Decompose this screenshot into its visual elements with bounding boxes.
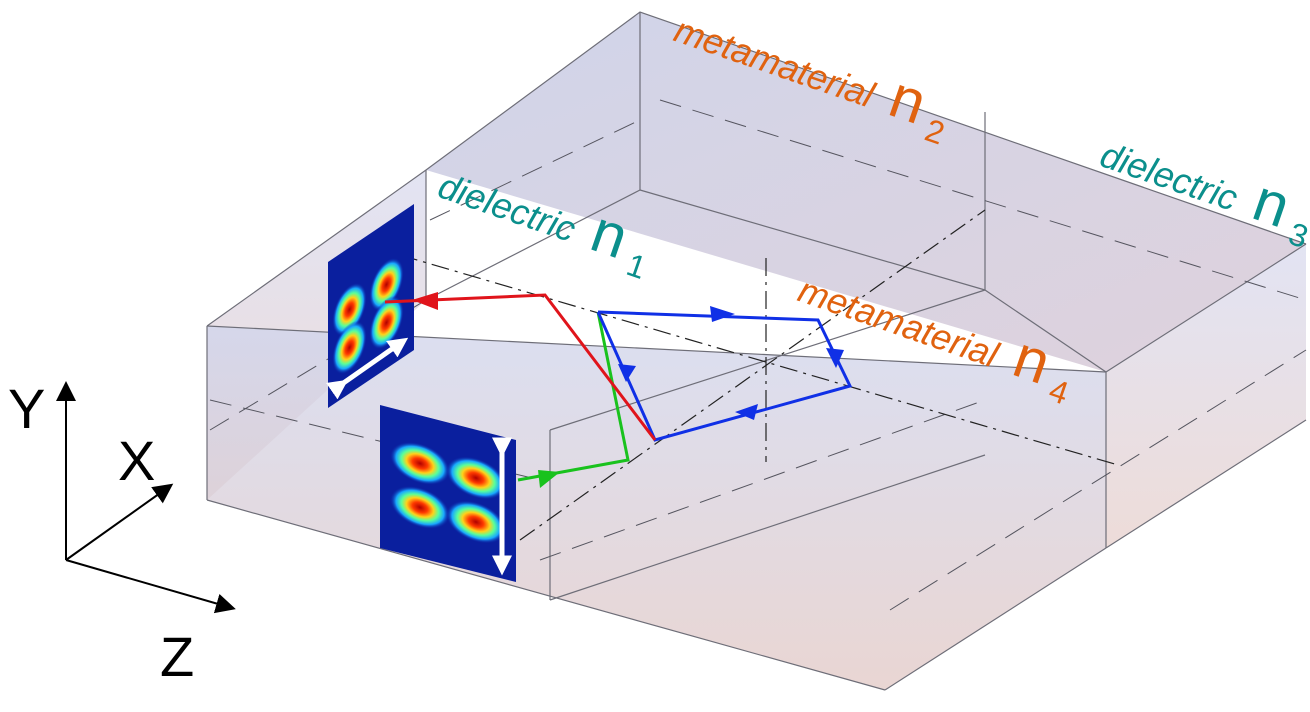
label-n1-sub: 1 [622, 246, 651, 286]
ray-input-arrowhead [538, 470, 560, 488]
box-right-face [1106, 244, 1306, 548]
axis-z-label: Z [160, 625, 194, 688]
box-top-face [426, 12, 1306, 372]
input-mode-pattern [380, 405, 516, 582]
output-mode-pattern [326, 204, 414, 408]
ray-paths [384, 292, 853, 488]
label-n3-sub: 3 [1284, 215, 1310, 255]
ray-loop [596, 310, 853, 442]
ray-loop-arrowhead-2 [826, 348, 844, 368]
axis-y-label: Y [8, 377, 45, 440]
ray-output [384, 293, 657, 441]
ray-loop-arrowhead-3 [735, 404, 758, 420]
axis-x [65, 483, 174, 561]
ray-loop-arrowhead-4 [618, 364, 636, 382]
ray-loop-arrowhead-1 [710, 306, 735, 322]
axis-x-label: X [118, 429, 155, 492]
ray-output-arrowhead [412, 292, 438, 310]
axis-z [65, 559, 236, 614]
coordinate-axes [56, 381, 236, 614]
structure-box [206, 11, 1307, 691]
output-polarization-arrow [326, 337, 409, 400]
box-front-face [207, 326, 1106, 690]
